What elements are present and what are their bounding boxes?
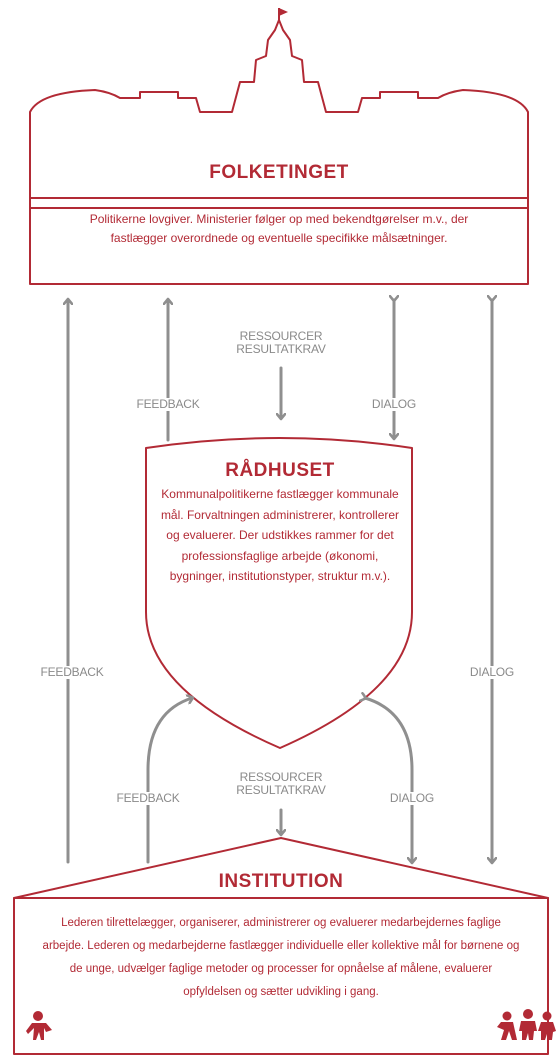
ressourcer-lower-label: RESSOURCER — [221, 771, 341, 784]
institution-title: INSTITUTION — [218, 871, 344, 892]
raadhuset-description: Kommunalpolitikerne fastlægger kommunale… — [160, 487, 400, 583]
children-group-icon — [497, 1009, 556, 1040]
feedback-outer-label: FEEDBACK — [22, 666, 122, 679]
child-figure-icon — [26, 1011, 52, 1040]
feedback-lower-label: FEEDBACK — [102, 792, 194, 805]
institution-box — [13, 897, 549, 1055]
feedback-lower-arrow — [146, 698, 192, 864]
ressourcer-upper-label: RESSOURCER — [221, 330, 341, 343]
raadhuset-title: RÅDHUSET — [225, 460, 335, 481]
folketinget-box — [29, 197, 529, 285]
folketinget-title: FOLKETINGET — [209, 162, 349, 183]
dialog-upper-label: DIALOG — [362, 398, 426, 411]
institution-description: Lederen tilrettelægger, organiserer, adm… — [42, 917, 520, 998]
dialog-lower-arrow — [365, 698, 412, 862]
folketinget-description: Politikerne lovgiver. Ministerier følger… — [89, 212, 469, 245]
folketinget-building-outline — [29, 19, 529, 199]
raadhuset-shield — [145, 437, 413, 749]
resultatkrav-lower-label: RESULTATKRAV — [211, 784, 351, 797]
feedback-upper-label: FEEDBACK — [122, 398, 214, 411]
resultatkrav-upper-label: RESULTATKRAV — [211, 343, 351, 356]
dialog-outer-label: DIALOG — [452, 666, 532, 679]
dialog-lower-label: DIALOG — [380, 792, 444, 805]
